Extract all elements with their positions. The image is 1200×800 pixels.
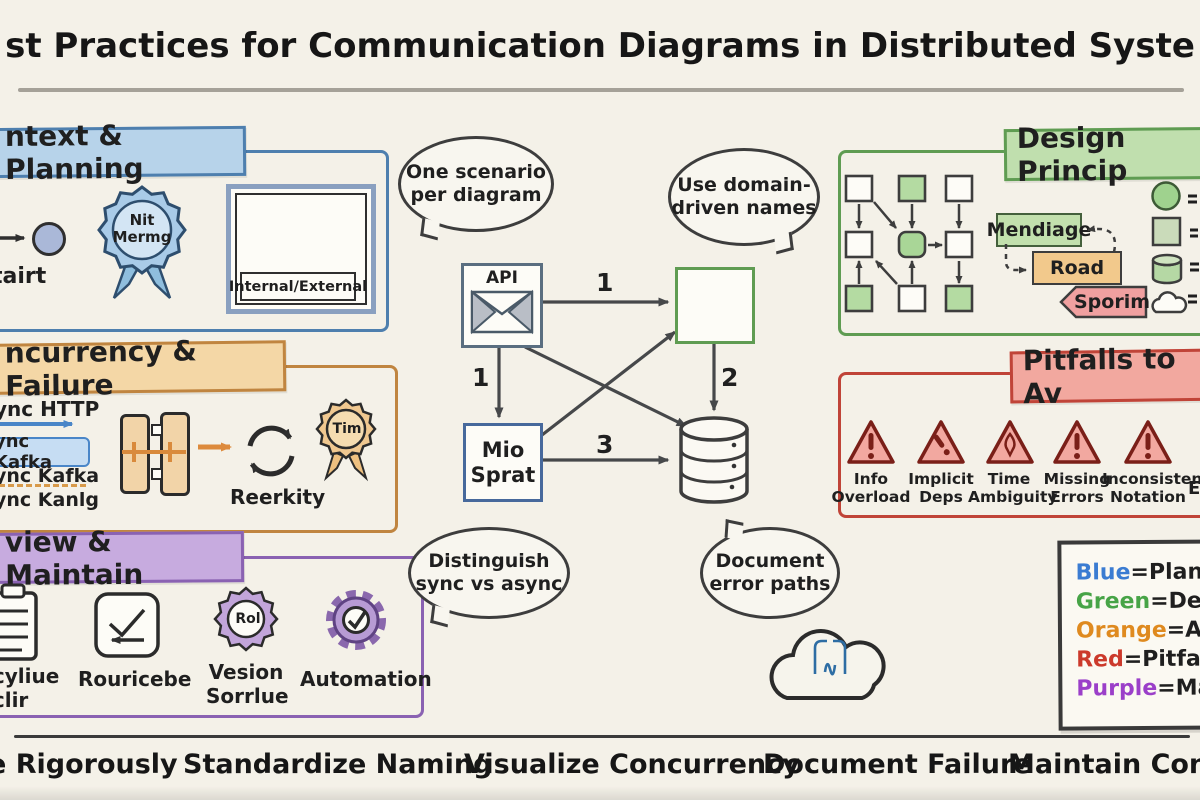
design-shape-legend [1151,181,1199,314]
checklist-clipboard-icon [0,583,38,661]
planning-header-label: ntext & Planning [4,118,144,186]
database-icon [679,416,749,504]
warning-triangles-row [847,420,1172,464]
step1-horizontal-label: 1 [596,268,614,297]
maintain-item2-label: Rouricebe [78,667,192,691]
maintain-item1-label: icyliue iclir [0,664,60,712]
footer-divider [14,735,1190,738]
start-node-icon [32,222,66,256]
planning-section-header: ntext & Planning [0,119,247,186]
maintain-item3-label: Vesion Sorrlue [206,660,289,708]
flow-box-road: Road [1032,251,1122,285]
sync-http-label: ync HTTP [0,397,100,421]
green-service-node [675,267,755,344]
concurrency-header-label: ncurrency & Failure [4,333,198,403]
fork-join-icon [120,412,190,496]
page-title: st Practices for Communication Diagrams … [5,26,1195,66]
version-badge-icon [213,586,279,652]
legend-row-green: Green=Design [1075,588,1200,615]
maintain-section-header: view & Maintain [0,525,245,591]
legend-row-red: Red=Pitfalls [1076,646,1200,673]
orange-arrow-icon [198,442,232,452]
start-label: tairt [0,264,47,289]
design-grid-icon [844,174,974,313]
legend-row-orange: Orange=Async, [1075,617,1200,644]
footer-item-2: Standardize Naming [183,749,493,780]
design-section-header: Design Princip [1003,121,1200,188]
retry-label: Reerkity [230,485,326,509]
sync-kafka-label: ync Kafka [0,465,100,487]
service-node-label-line2: Sprat [470,462,536,487]
footer-item-1: e Rigorously [0,749,178,780]
planning-badge-text: Nit Mermg [112,211,172,246]
title-underline [18,88,1184,92]
sync-kanlg-label: ync Kanlg [0,489,99,511]
maintain-header-label: view & Maintain [4,524,144,592]
timeout-badge-icon [315,398,377,482]
center-diagram-arrows [494,297,719,465]
planning-badge-icon [97,185,187,299]
dashed-separator [0,484,86,487]
envelope-icon [470,289,534,335]
review-check-icon [94,592,160,658]
legend-row-blue: Blue=Planning [1075,559,1200,586]
maintain-item4-label: Automation [300,667,432,691]
design-header-label: Design Princip [1016,120,1128,188]
footer-item-5: Maintain Continu [1008,749,1200,780]
pitfalls-section-header: Pitfalls to Av [1009,342,1200,410]
flow-box-mendiage: Mendiage [987,213,1091,247]
api-node: API [461,263,543,348]
color-legend: Blue=Planning Green=Design Orange=Async,… [1057,539,1200,731]
footer-item-3: Visualize Concurrency [464,749,800,780]
sync-http-arrow-icon [0,420,74,428]
bubble-domain-names: Use domain-driven names [668,148,820,246]
retry-icon [247,425,295,477]
flow-tag-sporim-label: Sporim [1074,291,1151,313]
concurrency-section-header: ncurrency & Failure [0,334,287,402]
step2-label: 2 [721,363,739,392]
start-arrow-icon [0,234,26,242]
screen-frame-icon: Internal/External [226,184,376,314]
service-node: Mio Sprat [463,423,543,502]
flow-tag-sporim-shape [1059,285,1148,319]
pitfalls-header-label: Pitfalls to Av [1022,342,1176,411]
timeout-badge-text: Tim [332,421,362,437]
cloud-glyph-icon [813,639,847,676]
step1-vertical-label: 1 [472,363,490,392]
step3-label: 3 [596,430,614,459]
cloud-icon [769,629,886,700]
version-badge-text: Rol [235,611,261,627]
automation-gear-icon [326,590,386,650]
footer-item-4: Document Failure [763,749,1032,780]
flow-dashed-arrows [1004,225,1117,274]
screen-label: Internal/External [229,272,367,301]
legend-row-purple: Purple=Mainte [1076,675,1200,702]
service-node-label-line1: Mio [481,437,525,462]
api-node-label: API [486,268,518,288]
pitfall-label-cutoff: E [1188,478,1200,499]
async-kafka-pill: ync Kafka [0,431,90,473]
